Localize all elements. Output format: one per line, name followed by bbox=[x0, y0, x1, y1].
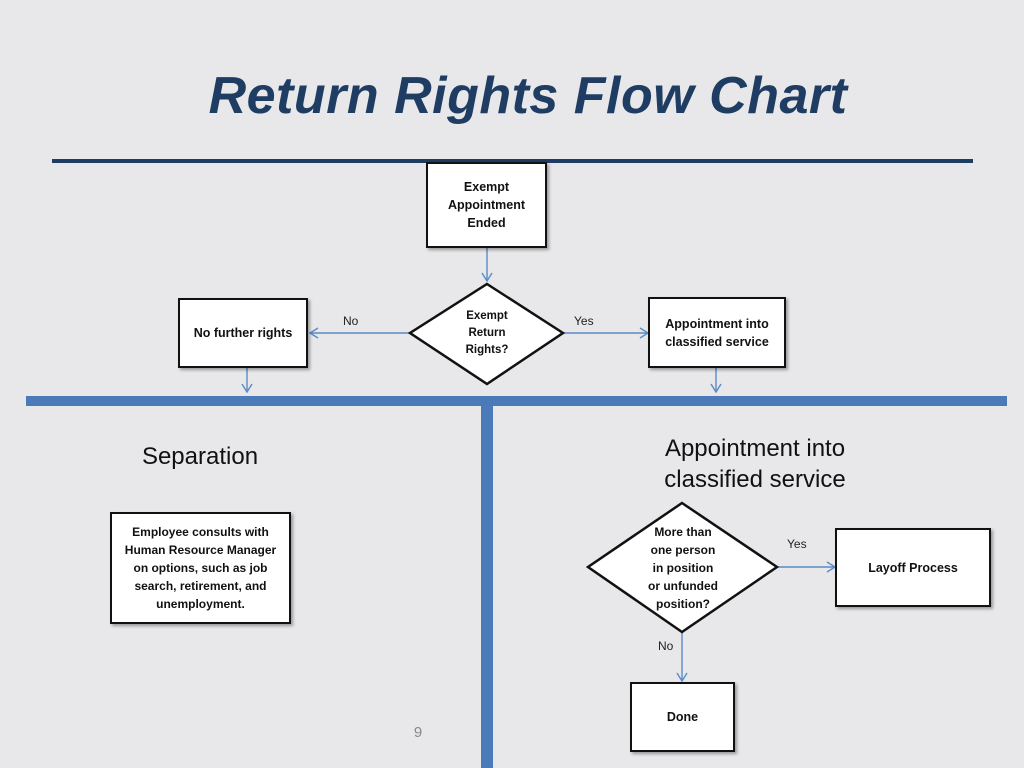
page-number: 9 bbox=[413, 724, 423, 741]
label-yes-top: Yes bbox=[574, 314, 594, 328]
done-box: Done bbox=[630, 682, 735, 752]
horizontal-divider bbox=[26, 396, 1007, 406]
label-yes-bottom: Yes bbox=[787, 537, 807, 551]
separation-note-box: Employee consults with Human Resource Ma… bbox=[110, 512, 291, 624]
vertical-divider bbox=[481, 406, 493, 768]
decision-diamond-top bbox=[407, 282, 566, 386]
slide-title: Return Rights Flow Chart bbox=[208, 67, 848, 125]
section-heading-separation: Separation bbox=[141, 443, 259, 470]
no-further-rights-box: No further rights bbox=[178, 298, 308, 368]
label-no-bottom: No bbox=[658, 639, 674, 653]
title-underline bbox=[52, 159, 973, 163]
decision-diamond-bottom bbox=[585, 501, 780, 634]
decision-label-bottom: More than one person in position or unfu… bbox=[648, 525, 718, 611]
appointment-classified-box: Appointment into classified service bbox=[648, 297, 786, 368]
start-box: Exempt Appointment Ended bbox=[426, 162, 547, 248]
decision-label-top: Exempt Return Rights? bbox=[465, 309, 509, 356]
label-no-top: No bbox=[343, 314, 359, 328]
section-heading-appointment: Appointment into classified service bbox=[664, 435, 846, 493]
layoff-process-box: Layoff Process bbox=[835, 528, 991, 607]
